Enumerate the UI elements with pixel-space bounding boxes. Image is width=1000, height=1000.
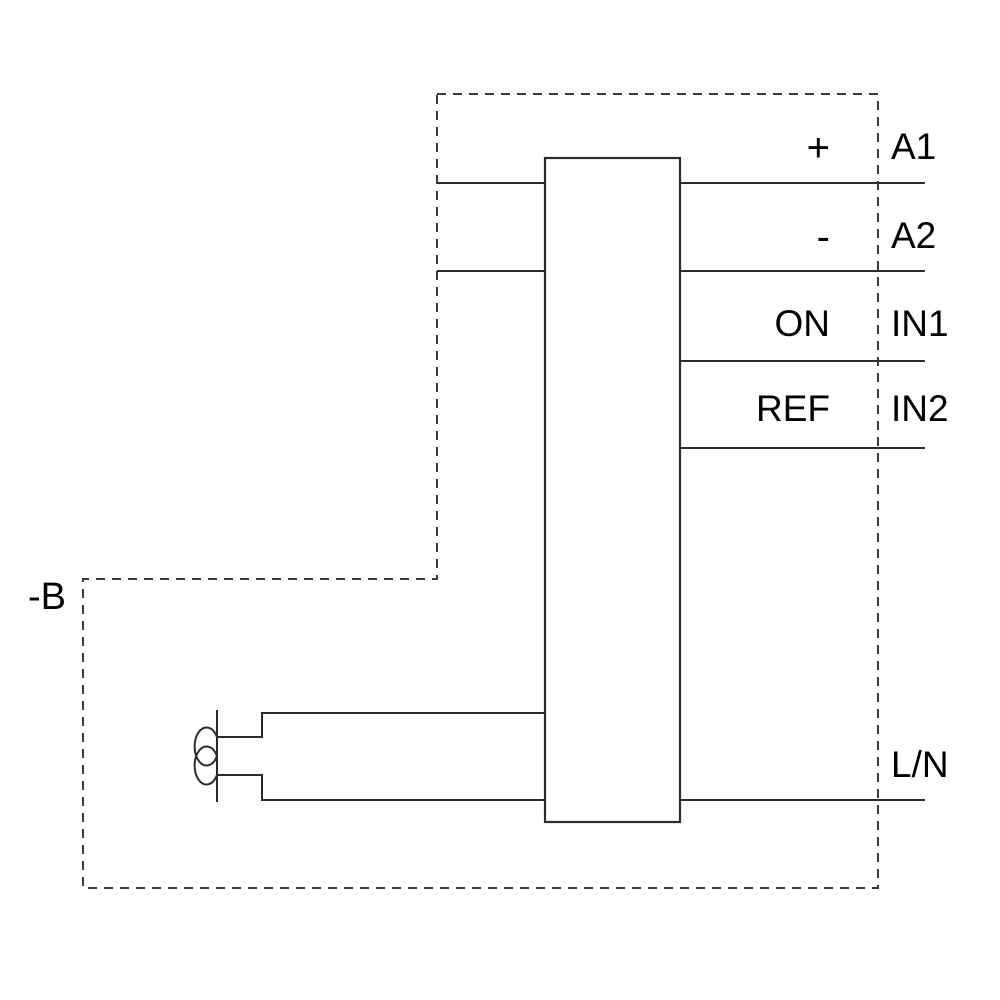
label-terminal-a2: A2 [891, 215, 937, 256]
device-block [543, 156, 682, 824]
label-in2-signal: REF [756, 388, 830, 429]
label-terminal-ln: L/N [891, 744, 949, 785]
coil-winding-arc-upper [193, 726, 218, 767]
label-a2-signal: - [816, 215, 830, 259]
label-in1-signal: ON [774, 303, 831, 344]
wire-coil-lower [217, 774, 545, 801]
label-enclosure-tag: -B [28, 576, 66, 618]
dashed-enclosure-boundary [82, 93, 879, 889]
label-terminal-in2: IN2 [891, 388, 949, 429]
wire-coil-upper [217, 712, 545, 738]
label-terminal-a1: A1 [891, 126, 937, 167]
label-a1-signal: + [806, 126, 830, 170]
label-terminal-in1: IN1 [891, 303, 949, 344]
coil-winding-arc-lower [193, 745, 218, 786]
